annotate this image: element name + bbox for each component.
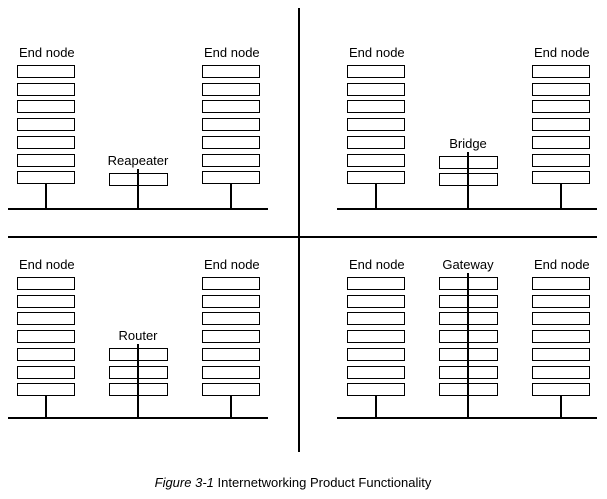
end-node-drop-line [560,184,562,210]
protocol-layer-box [347,330,405,344]
repeater-label: Reapeater [107,153,169,169]
end-node-drop-line [230,184,232,210]
protocol-layer-box [347,135,405,149]
protocol-layer-box [347,365,405,379]
protocol-layer-box [17,330,75,344]
protocol-layer-box [17,153,75,167]
protocol-layer-box [347,294,405,308]
protocol-layer-box [532,118,590,132]
protocol-layer-box [347,347,405,361]
protocol-layer-box [532,65,590,78]
bridge-label: Bridge [449,135,487,151]
protocol-layer-box [202,65,260,78]
protocol-layer-box [532,383,590,397]
end-node-drop-line [560,396,562,419]
protocol-layer-box [347,383,405,397]
protocol-layer-box [202,135,260,149]
protocol-layer-box [532,330,590,344]
bridge-connector-line [467,151,469,210]
protocol-layer-box [202,294,260,308]
protocol-layer-box [17,277,75,290]
protocol-layer-box [347,277,405,290]
protocol-layer-box [202,153,260,167]
end-node-label: End node [204,45,260,60]
protocol-layer-box [532,365,590,379]
end-node-drop-line [45,396,47,419]
protocol-layer-box [202,118,260,132]
protocol-layer-box [532,82,590,96]
protocol-layer-box [532,153,590,167]
protocol-layer-box [17,135,75,149]
protocol-layer-box [202,82,260,96]
protocol-layer-box [202,347,260,361]
quadrant-divider-horizontal [8,236,597,238]
protocol-layer-box [17,171,75,185]
protocol-layer-box [347,118,405,132]
protocol-layer-box [532,347,590,361]
end-node-drop-line [45,184,47,210]
protocol-layer-box [347,153,405,167]
protocol-layer-box [202,100,260,114]
protocol-layer-box [202,383,260,397]
figure-caption: Figure 3-1 Internetworking Product Funct… [0,475,586,491]
end-node-label: End node [204,257,260,272]
protocol-layer-box [532,312,590,326]
protocol-layer-box [532,171,590,185]
repeater-connector-line [137,169,139,210]
end-node-label: End node [19,45,75,60]
protocol-layer-box [17,82,75,96]
quadrant-divider-vertical [298,8,300,452]
protocol-layer-box [17,294,75,308]
end-node-label: End node [349,45,405,60]
protocol-layer-box [532,277,590,290]
protocol-layer-box [17,312,75,326]
protocol-layer-box [202,365,260,379]
end-node-label: End node [534,257,590,272]
protocol-layer-box [202,312,260,326]
protocol-layer-box [347,65,405,78]
end-node-label: End node [534,45,590,60]
protocol-layer-box [347,100,405,114]
protocol-layer-box [347,171,405,185]
figure-caption-number: Figure 3-1 [154,475,214,490]
gateway-connector-line [467,273,469,419]
router-label: Router [118,327,158,343]
protocol-layer-box [347,82,405,96]
gateway-label: Gateway [442,257,494,272]
router-connector-line [137,343,139,419]
protocol-layer-box [17,118,75,132]
end-node-label: End node [19,257,75,272]
end-node-drop-line [230,396,232,419]
protocol-layer-box [17,65,75,78]
protocol-layer-box [347,312,405,326]
protocol-layer-box [532,135,590,149]
protocol-layer-box [532,294,590,308]
protocol-layer-box [202,277,260,290]
protocol-layer-box [532,100,590,114]
protocol-layer-box [17,100,75,114]
protocol-layer-box [202,330,260,344]
end-node-drop-line [375,396,377,419]
end-node-drop-line [375,184,377,210]
protocol-layer-box [17,365,75,379]
protocol-layer-box [202,171,260,185]
protocol-layer-box [17,347,75,361]
end-node-label: End node [349,257,405,272]
protocol-layer-box [17,383,75,397]
figure-caption-title: Internetworking Product Functionality [213,475,432,490]
